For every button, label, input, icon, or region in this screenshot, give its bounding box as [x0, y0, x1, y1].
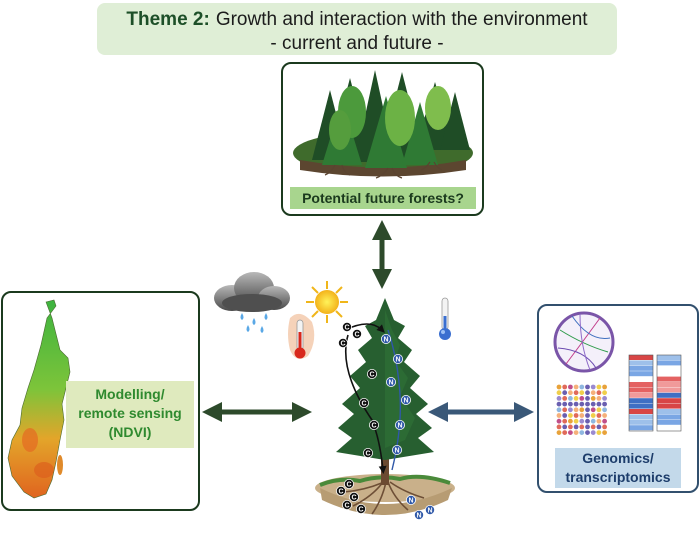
carbon-symbol: C — [351, 495, 356, 502]
carbon-marker — [343, 478, 354, 489]
carbon-marker — [368, 419, 379, 430]
expression-heatmap-icon — [628, 354, 682, 432]
genomics-label-line-2: transcriptomics — [565, 469, 671, 485]
nitrogen-symbol: N — [394, 448, 399, 455]
carbon-marker — [355, 503, 366, 514]
carbon-marker — [366, 368, 377, 379]
nitrogen-symbol: N — [408, 498, 413, 505]
carbon-marker — [362, 447, 373, 458]
carbon-marker — [341, 321, 352, 332]
nitrogen-marker — [392, 353, 403, 364]
nitrogen-marker — [424, 504, 435, 515]
title-subtitle: - current and future - — [270, 33, 444, 54]
genomics-label-line-1: Genomics/ — [582, 450, 654, 466]
modelling-label: Modelling/ remote sensing (NDVI) — [66, 381, 194, 448]
circos-plot-icon — [553, 311, 615, 373]
nitrogen-symbol: N — [416, 513, 421, 520]
nitrogen-symbol: N — [427, 508, 432, 515]
nitrogen-marker — [400, 394, 411, 405]
nitrogen-symbol: N — [397, 423, 402, 430]
title-line-1: Theme 2:Growth and interaction with the … — [97, 9, 617, 31]
modelling-label-line-2: remote sensing — [78, 405, 182, 421]
nitrogen-marker — [394, 419, 405, 430]
title-banner: Theme 2:Growth and interaction with the … — [97, 3, 617, 55]
carbon-marker — [358, 397, 369, 408]
carbon-symbol: C — [338, 489, 343, 496]
nitrogen-symbol: N — [395, 357, 400, 364]
nitrogen-marker — [405, 494, 416, 505]
sun-icon — [306, 281, 348, 323]
theme-label: Theme 2: — [126, 9, 210, 30]
carbon-symbol: C — [344, 503, 349, 510]
nitrogen-marker — [380, 333, 391, 344]
carbon-symbol: C — [354, 332, 359, 339]
carbon-marker — [335, 485, 346, 496]
carbon-marker — [351, 328, 362, 339]
central-spruce-tree — [315, 298, 455, 515]
carbon-symbol: C — [346, 482, 351, 489]
cold-thermometer-icon — [439, 297, 451, 340]
carbon-symbol: C — [361, 401, 366, 408]
carbon-marker — [341, 499, 352, 510]
modelling-label-line-3: (NDVI) — [108, 424, 152, 440]
nitrogen-marker — [385, 376, 396, 387]
nitrogen-marker — [391, 444, 402, 455]
nitrogen-marker — [413, 509, 424, 520]
modelling-label-line-1: Modelling/ — [95, 386, 165, 402]
sweden-ndvi-map — [7, 299, 71, 499]
carbon-marker — [337, 337, 348, 348]
carbon-symbol: C — [344, 325, 349, 332]
carbon-symbol: C — [365, 451, 370, 458]
nitrogen-symbol: N — [403, 398, 408, 405]
carbon-symbol: C — [358, 507, 363, 514]
title-text: Growth and interaction with the environm… — [215, 9, 588, 30]
nitrogen-symbol: N — [383, 337, 388, 344]
future-forests-label: Potential future forests? — [290, 187, 476, 209]
expression-dot-matrix-icon — [556, 384, 607, 435]
nitrogen-symbol: N — [388, 380, 393, 387]
carbon-symbol: C — [369, 372, 374, 379]
rain-cloud-icon — [214, 272, 290, 333]
carbon-symbol: C — [340, 341, 345, 348]
carbon-marker — [348, 491, 359, 502]
carbon-symbol: C — [371, 423, 376, 430]
forest-illustration — [293, 70, 473, 179]
genomics-label: Genomics/ transcriptomics — [555, 448, 681, 488]
hot-thermometer-icon — [288, 313, 315, 359]
